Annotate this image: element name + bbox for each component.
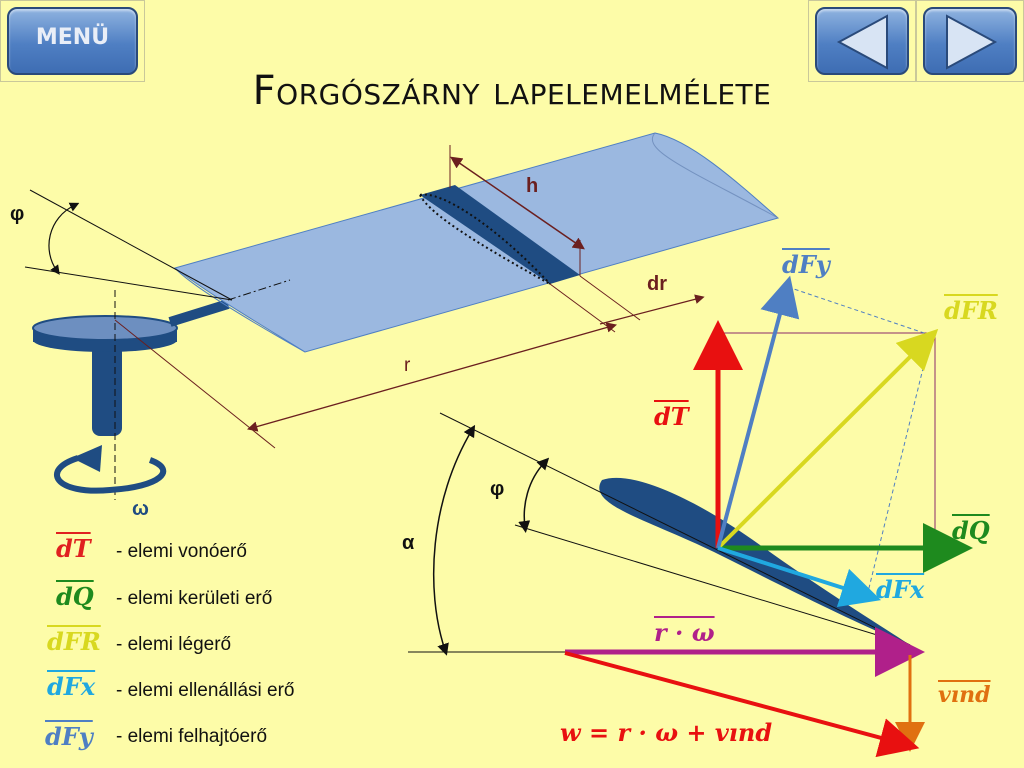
label-phi-top: φ xyxy=(10,203,25,225)
label-dFR: dFR xyxy=(944,296,998,325)
legend-symbol-dFy: dFy xyxy=(45,722,93,751)
legend-text-dT: - elemi vonóerő xyxy=(116,541,247,562)
velocity-vectors xyxy=(564,627,925,758)
rotor-blade xyxy=(173,132,780,353)
right-triangle-icon xyxy=(946,14,998,70)
menu-button-label: MENÜ xyxy=(35,25,110,50)
legend-symbol-dFR: dFR xyxy=(47,627,101,656)
label-v-ind: vınd xyxy=(938,682,991,708)
label-alpha: α xyxy=(402,532,415,554)
dimension-lines xyxy=(114,145,705,449)
legend-text-dFR: - elemi légerő xyxy=(116,634,232,655)
legend-symbol-dFx: dFx xyxy=(47,672,96,701)
label-dFy: dFy xyxy=(782,250,830,279)
label-dr: dr xyxy=(647,273,667,295)
page-title: Forgószárny lapelemelmélete xyxy=(252,68,772,114)
label-w-equation: w = r · ω + vınd xyxy=(560,718,773,747)
legend-symbol-dT: dT xyxy=(56,534,91,563)
rotation-arrow xyxy=(54,455,166,494)
legend-text-dFy: - elemi felhajtóerő xyxy=(116,726,268,747)
legend-text-dFx: - elemi ellenállási erő xyxy=(116,680,295,701)
label-r-omega: r · ω xyxy=(654,618,715,647)
label-dFx: dFx xyxy=(876,575,925,604)
next-slide-button[interactable] xyxy=(916,0,1024,82)
menu-button[interactable]: MENÜ xyxy=(0,0,145,82)
legend-symbol-dQ: dQ xyxy=(56,582,94,611)
label-phi-mid: φ xyxy=(490,478,505,500)
force-vectors xyxy=(693,275,973,607)
label-omega: ω xyxy=(132,498,149,520)
menu-button-face xyxy=(7,7,138,75)
airfoil-section xyxy=(408,412,911,656)
rotor-hub xyxy=(32,290,230,500)
legend-text-dQ: - elemi kerületi erő xyxy=(116,588,273,609)
label-r: r xyxy=(404,355,411,376)
left-triangle-icon xyxy=(836,14,888,70)
label-h: h xyxy=(526,175,539,197)
rotation-arrow-head xyxy=(72,445,102,472)
label-dT: dT xyxy=(654,402,689,431)
label-dQ: dQ xyxy=(952,516,990,545)
previous-slide-button[interactable] xyxy=(808,0,916,82)
phi-angle-top xyxy=(24,189,233,301)
